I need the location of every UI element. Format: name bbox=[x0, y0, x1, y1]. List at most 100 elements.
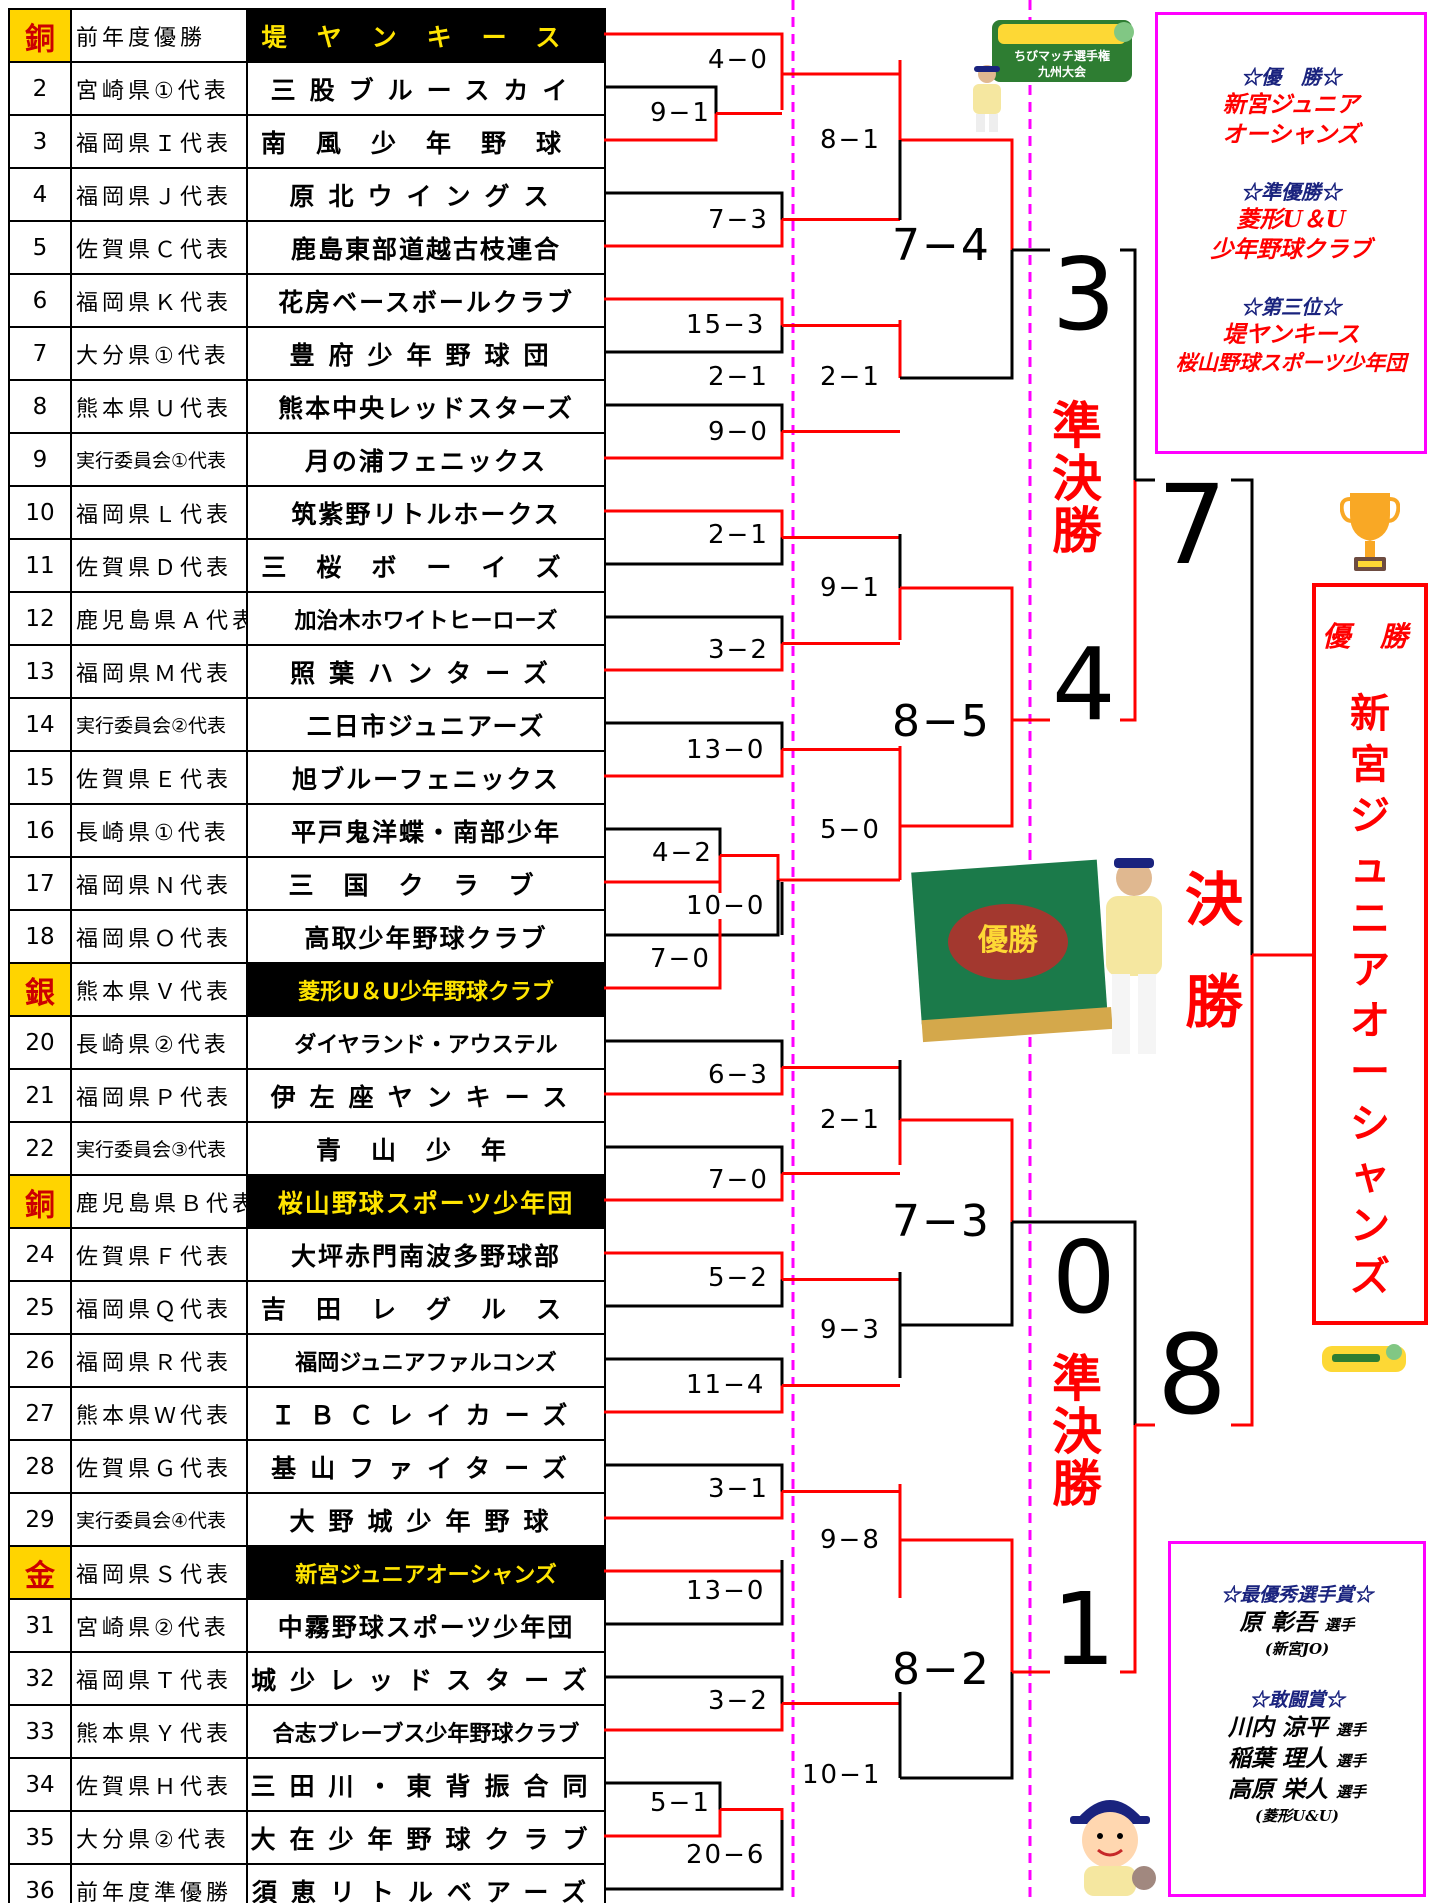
team-number: 10 bbox=[8, 485, 72, 540]
team-region: 福岡県Ｋ代表 bbox=[70, 273, 248, 328]
match-score: 8 bbox=[1155, 1311, 1231, 1439]
bracket-line bbox=[604, 1385, 784, 1414]
match-score: 9−3 bbox=[818, 1315, 883, 1345]
team-region: 実行委員会③代表 bbox=[70, 1121, 248, 1176]
bracket-line bbox=[900, 586, 1014, 720]
match-score: 7−3 bbox=[706, 205, 771, 235]
match-score: 8−5 bbox=[890, 696, 993, 747]
bracket-line bbox=[604, 1173, 784, 1202]
team-number: 5 bbox=[8, 220, 72, 275]
bracket-line bbox=[604, 1560, 784, 1626]
match-score: 11−4 bbox=[684, 1370, 768, 1400]
team-number: 20 bbox=[8, 1015, 72, 1070]
team-region: 福岡県Ｓ代表 bbox=[70, 1545, 248, 1600]
team-name: 中霧野球スポーツ少年団 bbox=[246, 1598, 606, 1653]
team-region: 福岡県Ｏ代表 bbox=[70, 909, 248, 964]
match-score: 9−8 bbox=[818, 1525, 883, 1555]
third-title: ☆第三位☆ bbox=[1241, 294, 1341, 319]
tournament-banner-logo: ちびマッチ選手権 九州大会 bbox=[986, 14, 1138, 88]
team-number: 29 bbox=[8, 1492, 72, 1547]
team-name: 原北ウイングス bbox=[246, 167, 606, 222]
bracket-line bbox=[900, 1538, 1014, 1672]
bracket-line bbox=[604, 191, 784, 220]
team-region: 宮崎県②代表 bbox=[70, 1598, 248, 1653]
trophy-icon bbox=[1339, 485, 1401, 577]
bracket-line bbox=[604, 749, 784, 778]
team-region: 福岡県Ｊ代表 bbox=[70, 167, 248, 222]
bracket-line bbox=[604, 403, 784, 432]
match-score: 2−1 bbox=[818, 1105, 883, 1135]
match-score: 5−1 bbox=[648, 1788, 713, 1818]
team-name: 合志ブレーブス少年野球クラブ bbox=[246, 1704, 606, 1759]
bracket-line bbox=[900, 1118, 1014, 1222]
match-score: 9−1 bbox=[648, 98, 713, 128]
team-region: 前年度優勝 bbox=[70, 8, 248, 63]
runner-line-2: 少年野球クラブ bbox=[1210, 235, 1372, 263]
bracket-line bbox=[900, 720, 1014, 828]
final-label: 決勝 bbox=[1184, 866, 1243, 1036]
team-region: 熊本県Ｙ代表 bbox=[70, 1704, 248, 1759]
match-score: 6−3 bbox=[706, 1060, 771, 1090]
team-name: 熊本中央レッドスターズ bbox=[246, 379, 606, 434]
bracket-line bbox=[900, 138, 1014, 250]
match-score: 0 bbox=[1050, 1219, 1120, 1336]
medal-badge: 銀 bbox=[8, 962, 72, 1017]
team-number: 17 bbox=[8, 856, 72, 911]
team-region: 大分県①代表 bbox=[70, 326, 248, 381]
team-name: 須恵リトルベアーズ bbox=[246, 1863, 606, 1903]
team-number: 34 bbox=[8, 1757, 72, 1812]
team-number: 15 bbox=[8, 750, 72, 805]
fight-name-3: 高原 栄人 選手 bbox=[1227, 1776, 1367, 1804]
team-region: 福岡県Ｑ代表 bbox=[70, 1280, 248, 1335]
team-name: 吉田レグルス bbox=[246, 1280, 606, 1335]
team-name: 三股ブルースカイ bbox=[246, 61, 606, 116]
bracket-line bbox=[604, 1251, 784, 1280]
team-region: 大分県②代表 bbox=[70, 1810, 248, 1865]
match-score: 3−2 bbox=[706, 1686, 771, 1716]
match-score: 2−1 bbox=[706, 362, 771, 392]
team-region: 福岡県Ｔ代表 bbox=[70, 1651, 248, 1706]
bracket-line bbox=[604, 1781, 722, 1810]
match-score: 8−1 bbox=[818, 125, 883, 155]
team-name: ダイヤランド・アウステル bbox=[246, 1015, 606, 1070]
team-name: 伊左座ヤンキース bbox=[246, 1068, 606, 1123]
team-region: 佐賀県Ｃ代表 bbox=[70, 220, 248, 275]
team-number: 4 bbox=[8, 167, 72, 222]
team-number: 11 bbox=[8, 538, 72, 593]
team-region: 福岡県Ｍ代表 bbox=[70, 644, 248, 699]
team-name: 基山ファイターズ bbox=[246, 1439, 606, 1494]
team-number: 28 bbox=[8, 1439, 72, 1494]
team-region: 福岡県Ｌ代表 bbox=[70, 485, 248, 540]
semifinal-label-bottom: 準決勝 bbox=[1052, 1350, 1102, 1513]
team-name: 月の浦フェニックス bbox=[246, 432, 606, 487]
team-name: 二日市ジュニアーズ bbox=[246, 697, 606, 752]
team-number: 6 bbox=[8, 273, 72, 328]
bracket-line bbox=[604, 1703, 784, 1732]
match-score: 7 bbox=[1155, 461, 1231, 589]
bracket-line bbox=[604, 1491, 784, 1520]
team-number: 8 bbox=[8, 379, 72, 434]
team-name: 桜山野球スポーツ少年団 bbox=[246, 1174, 606, 1229]
team-region: 熊本県Ｗ代表 bbox=[70, 1386, 248, 1441]
bracket-line bbox=[604, 1279, 784, 1308]
bracket-line bbox=[900, 1222, 1014, 1327]
team-name: 筑紫野リトルホークス bbox=[246, 485, 606, 540]
team-number: 22 bbox=[8, 1121, 72, 1176]
bracket-line bbox=[604, 1463, 784, 1492]
bracket-line bbox=[604, 721, 784, 750]
team-number: 9 bbox=[8, 432, 72, 487]
team-name: 菱形U＆U少年野球クラブ bbox=[246, 962, 606, 1017]
